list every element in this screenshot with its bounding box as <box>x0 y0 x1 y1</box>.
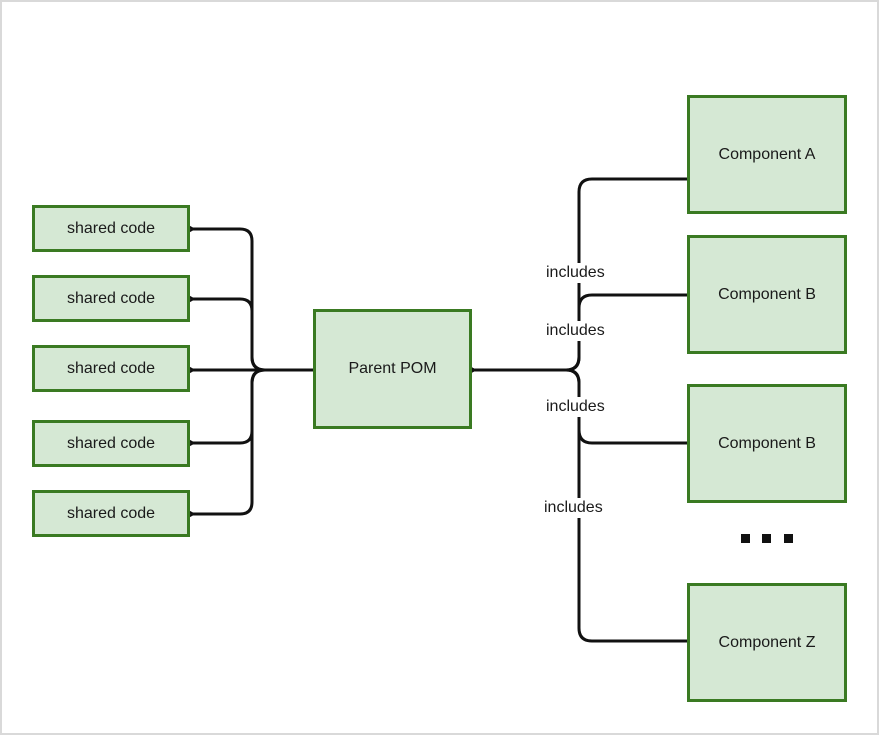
edge-parent-shared-5 <box>193 368 314 514</box>
shared-code-node-3[interactable]: shared code <box>32 345 190 392</box>
node-label: Component A <box>718 145 816 163</box>
parent-pom-node[interactable]: Parent POM <box>313 309 472 429</box>
edge-label-includes: includes <box>546 263 605 283</box>
component-b-node-1[interactable]: Component B <box>687 235 847 354</box>
node-label: Component B <box>718 434 816 452</box>
component-z-node[interactable]: Component Z <box>687 583 847 702</box>
edge-label-includes: includes <box>546 321 605 341</box>
node-label: shared code <box>66 504 156 522</box>
node-label: shared code <box>66 434 156 452</box>
node-label: Parent POM <box>348 360 437 377</box>
shared-code-node-4[interactable]: shared code <box>32 420 190 467</box>
shared-code-node-5[interactable]: shared code <box>32 490 190 537</box>
edge-label-includes: includes <box>546 397 605 417</box>
node-label: Component B <box>718 285 816 303</box>
component-b-node-2[interactable]: Component B <box>687 384 847 503</box>
component-a-node[interactable]: Component A <box>687 95 847 214</box>
shared-code-node-1[interactable]: shared code <box>32 205 190 252</box>
edge-label-includes: includes <box>544 498 603 518</box>
node-label: shared code <box>66 219 156 237</box>
node-label: shared code <box>66 359 156 377</box>
shared-code-node-2[interactable]: shared code <box>32 275 190 322</box>
node-label: Component Z <box>718 633 816 651</box>
node-label: shared code <box>66 289 156 307</box>
